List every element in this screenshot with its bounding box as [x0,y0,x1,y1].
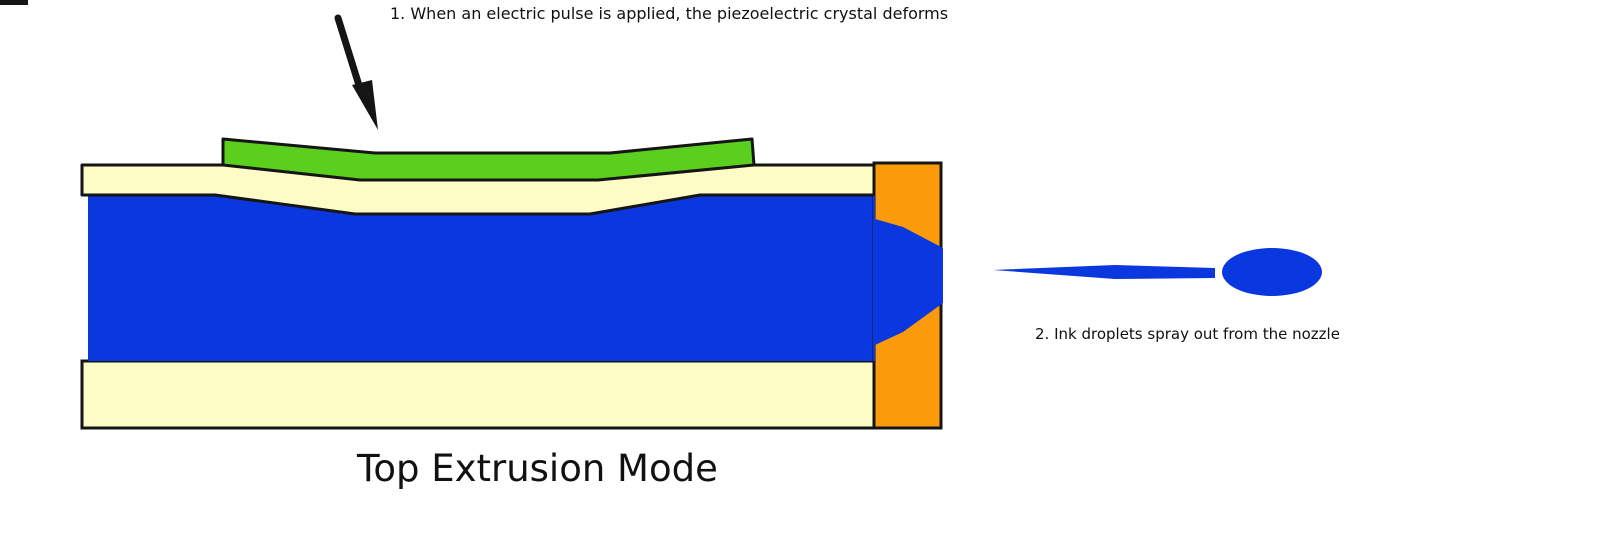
step-2-annotation: 2. Ink droplets spray out from the nozzl… [1035,325,1340,343]
diagram-title: Top Extrusion Mode [357,447,718,490]
ink-droplet-tail [993,265,1215,279]
corner-mark [0,0,28,5]
pulse-arrow [334,14,378,130]
piezoelectric-crystal [221,137,756,182]
ink-droplet [1222,248,1322,296]
nozzle-opening [873,196,943,361]
bottom-plate [80,359,877,430]
step-1-annotation: 1. When an electric pulse is applied, th… [390,4,949,23]
ink-chamber [88,194,875,361]
